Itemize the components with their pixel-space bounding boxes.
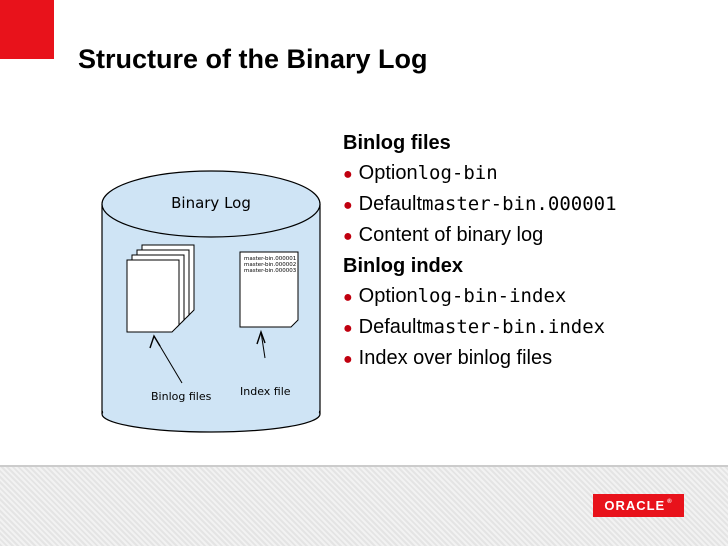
slide-title: Structure of the Binary Log bbox=[78, 44, 428, 74]
bullet-dot-icon: ● bbox=[343, 289, 353, 306]
bullet-text: Default bbox=[358, 316, 423, 338]
oracle-logo-text: ORACLE bbox=[604, 498, 666, 513]
bullet-item: ● Default master-bin.index bbox=[343, 316, 723, 339]
index-file-page bbox=[239, 251, 299, 328]
bullet-code: master-bin.index bbox=[422, 316, 606, 338]
binlog-file-stack bbox=[126, 244, 195, 333]
bullet-item: ● Index over binlog files bbox=[343, 347, 723, 370]
bullet-text: Default bbox=[358, 193, 423, 215]
footer-divider bbox=[0, 465, 728, 467]
bullet-code: master-bin.000001 bbox=[422, 193, 617, 215]
binlog-file-page bbox=[126, 259, 180, 333]
index-entry: master-bin.000002 bbox=[244, 262, 296, 268]
bullet-code: log-bin-index bbox=[417, 285, 567, 307]
index-arrow-head bbox=[256, 329, 266, 345]
index-entry: master-bin.000003 bbox=[244, 268, 297, 274]
binlog-index-heading: Binlog index bbox=[343, 255, 463, 277]
bullet-dot-icon: ● bbox=[343, 166, 353, 183]
bullet-dot-icon: ● bbox=[343, 228, 353, 245]
oracle-logo: ORACLE® bbox=[593, 494, 684, 517]
cylinder-diagram-svg: Binary Log master-bin.000001 master-bin.… bbox=[101, 170, 321, 433]
bullet-item: ● Default master-bin.000001 bbox=[343, 193, 723, 216]
index-file-caption: Index file bbox=[240, 385, 291, 398]
bullet-dot-icon: ● bbox=[343, 351, 353, 368]
binlog-files-heading: Binlog files bbox=[343, 132, 451, 154]
bullet-text: Index over binlog files bbox=[358, 347, 553, 369]
bullet-content: Binlog files ● Option log-bin ● Default … bbox=[343, 132, 723, 378]
binlog-files-caption: Binlog files bbox=[151, 390, 212, 403]
bullet-text: Option bbox=[358, 285, 418, 307]
bullet-item: ● Content of binary log bbox=[343, 224, 723, 247]
index-entry: master-bin.000001 bbox=[244, 256, 296, 262]
binlog-arrow-head bbox=[149, 334, 161, 349]
bullet-dot-icon: ● bbox=[343, 197, 353, 214]
brand-red-square bbox=[0, 0, 54, 59]
bullet-text: Content of binary log bbox=[358, 224, 544, 246]
binary-log-diagram: Binary Log master-bin.000001 master-bin.… bbox=[94, 160, 330, 440]
cylinder-top bbox=[101, 170, 321, 238]
index-arrow-line bbox=[260, 331, 266, 359]
bullet-dot-icon: ● bbox=[343, 320, 353, 337]
bullet-code: log-bin bbox=[417, 162, 498, 184]
bullet-text: Option bbox=[358, 162, 418, 184]
oracle-trademark: ® bbox=[667, 498, 673, 505]
bullet-item: ● Option log-bin-index bbox=[343, 285, 723, 308]
index-file: master-bin.000001 master-bin.000002 mast… bbox=[239, 251, 299, 328]
cylinder-label: Binary Log bbox=[171, 194, 251, 212]
bullet-item: ● Option log-bin bbox=[343, 162, 723, 185]
